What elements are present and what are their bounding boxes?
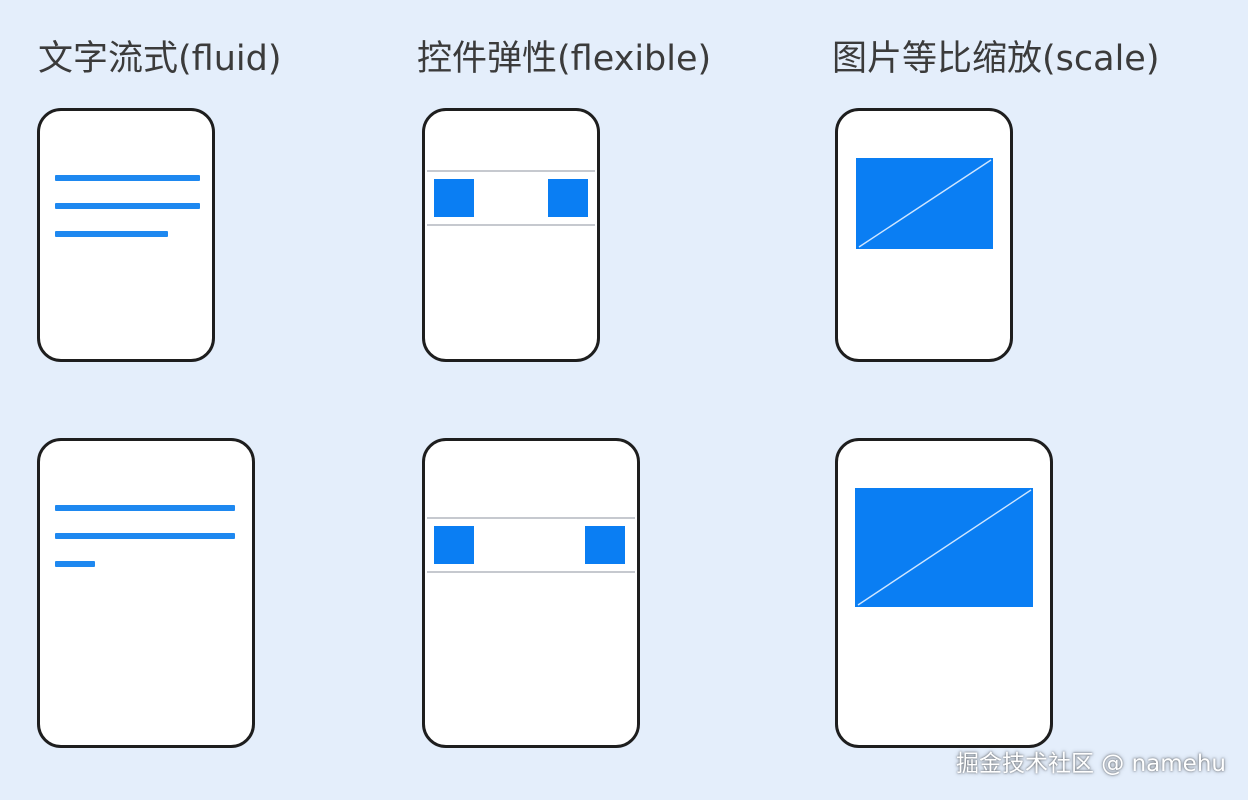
divider-line — [427, 170, 595, 172]
image-placeholder-icon — [856, 158, 993, 249]
text-line — [55, 533, 235, 539]
divider-line — [427, 571, 635, 573]
text-line — [55, 231, 168, 237]
text-line — [55, 203, 200, 209]
control-block-left — [434, 179, 474, 217]
control-block-right — [548, 179, 588, 217]
heading-scale: 图片等比缩放(scale) — [832, 39, 1160, 79]
divider-line — [427, 224, 595, 226]
device-scale-large — [835, 438, 1053, 748]
device-scale-small — [835, 108, 1013, 362]
control-block-right — [585, 526, 625, 564]
divider-line — [427, 517, 635, 519]
device-flexible-small — [422, 108, 600, 362]
watermark: 掘金技术社区 @ namehu — [955, 751, 1226, 777]
image-placeholder-icon — [855, 488, 1033, 607]
device-flexible-large — [422, 438, 640, 748]
device-fluid-large — [37, 438, 255, 748]
device-fluid-small — [37, 108, 215, 362]
heading-fluid: 文字流式(fluid) — [38, 39, 282, 79]
text-line — [55, 175, 200, 181]
control-block-left — [434, 526, 474, 564]
heading-flexible: 控件弹性(flexible) — [417, 39, 712, 79]
text-line — [55, 505, 235, 511]
text-line — [55, 561, 95, 567]
